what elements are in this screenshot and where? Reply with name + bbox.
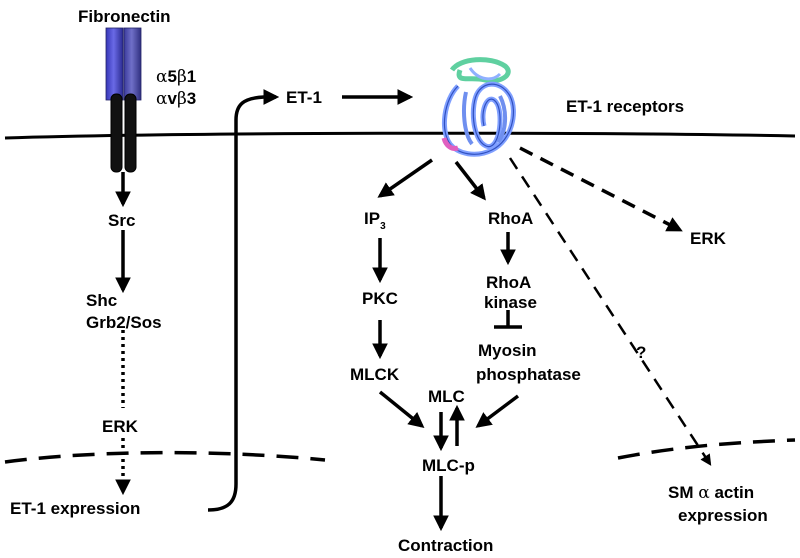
integrin-extracellular-left [105, 27, 124, 101]
label-rhoa-kinase-2: kinase [484, 293, 537, 312]
label-grb2-sos: Grb2/Sos [86, 313, 162, 332]
nuclear-membrane-left [4, 450, 326, 464]
arrow-expression-to-et1 [207, 89, 280, 512]
cell-membrane [4, 131, 796, 140]
label-erk-left: ERK [102, 417, 139, 436]
arrow-receptor-to-rhoa [454, 160, 486, 201]
label-mlc: MLC [428, 387, 465, 406]
label-myosin-2: phosphatase [476, 365, 581, 384]
label-shc: Shc [86, 291, 117, 310]
label-erk-right: ERK [690, 229, 727, 248]
label-contraction: Contraction [398, 536, 493, 555]
arrow-receptor-to-sm-actin [508, 157, 712, 466]
label-pkc: PKC [362, 289, 398, 308]
label-ip3: IP3 [364, 209, 386, 232]
arrow-receptor-to-erk-right [519, 146, 683, 232]
integrin-transmembrane-left [110, 93, 123, 173]
et1-receptor-icon [441, 57, 516, 157]
label-et1-expression: ET-1 expression [10, 499, 140, 518]
label-mlck: MLCK [350, 365, 400, 384]
arrow-mlck-to-mlcp [378, 390, 425, 428]
label-rhoa-kinase-1: RhoA [486, 273, 531, 292]
label-fibronectin: Fibronectin [78, 7, 171, 26]
label-integrin-a5b1: α5β1 [156, 67, 196, 87]
label-question: ? [636, 343, 646, 362]
label-integrin-avb3: αvβ3 [156, 89, 196, 109]
label-et1-receptors: ET-1 receptors [566, 97, 684, 116]
label-et1: ET-1 [286, 88, 322, 107]
integrin-receptor [105, 27, 142, 173]
label-myosin-1: Myosin [478, 341, 537, 360]
integrin-transmembrane-right [124, 93, 137, 173]
label-mlc-p: MLC-p [422, 456, 475, 475]
label-sm-actin: SM α actin [668, 483, 754, 503]
label-sm-expression: expression [678, 506, 768, 525]
integrin-extracellular-right [123, 27, 142, 101]
label-rhoa: RhoA [488, 209, 533, 228]
arrow-phosphatase-to-mlc [475, 394, 520, 428]
arrow-receptor-to-ip3 [377, 158, 433, 198]
nuclear-membrane-right [617, 438, 796, 460]
label-src: Src [108, 211, 135, 230]
